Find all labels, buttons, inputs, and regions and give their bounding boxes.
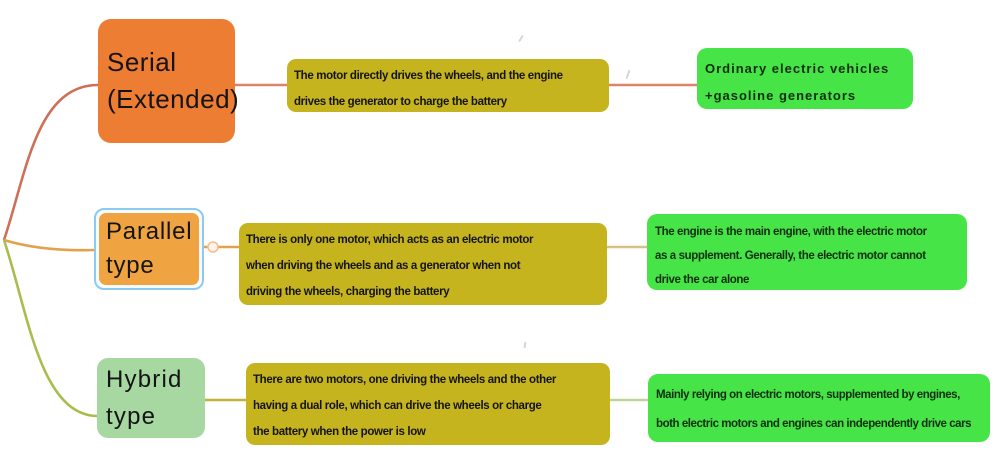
description-node-hybrid[interactable]: There are two motors, one driving the wh…: [246, 363, 610, 445]
topic-label-line: Hybrid: [106, 366, 183, 393]
topic-node-hybrid[interactable]: Hybrid type: [97, 358, 205, 438]
description-line: The motor directly drives the wheels, an…: [294, 70, 563, 82]
topic-label-line: type: [106, 403, 157, 430]
example-node-hybrid[interactable]: Mainly relying on electric motors, suppl…: [648, 374, 990, 442]
description-line: There are two motors, one driving the wh…: [253, 374, 557, 386]
topic-label-line: (Extended): [107, 84, 240, 114]
topic-label-line: Parallel: [106, 218, 193, 245]
description-line: driving the wheels, charging the battery: [246, 286, 450, 298]
topic-label-line: type: [106, 252, 155, 279]
example-line: +gasoline generators: [705, 88, 857, 103]
branch-curve-serial: [2, 83, 99, 241]
example-line: The engine is the main engine, with the …: [655, 226, 927, 238]
description-line: the battery when the power is low: [253, 426, 426, 438]
topic-node-serial[interactable]: Serial (Extended): [98, 19, 240, 143]
node-drag-handle[interactable]: [207, 241, 219, 253]
description-line: There is only one motor, which acts as a…: [246, 234, 534, 246]
topic-node-parallel-selection: Parallel type: [94, 208, 204, 290]
topic-label-line: Serial: [107, 47, 177, 77]
description-node-parallel[interactable]: There is only one motor, which acts as a…: [239, 223, 607, 305]
description-line: when driving the wheels and as a generat…: [246, 260, 521, 272]
example-line: as a supplement. Generally, the electric…: [655, 250, 926, 262]
example-line: Ordinary electric vehicles: [705, 61, 890, 76]
example-line: Mainly relying on electric motors, suppl…: [656, 389, 960, 401]
branch-curve-parallel: [3, 238, 96, 252]
example-line: drive the car alone: [655, 274, 750, 286]
example-line: both electric motors and engines can ind…: [656, 418, 972, 430]
description-line: drives the generator to charge the batte…: [294, 96, 507, 108]
example-node-parallel[interactable]: The engine is the main engine, with the …: [647, 214, 967, 290]
branch-curve-hybrid: [2, 239, 99, 418]
description-line: having a dual role, which can drive the …: [253, 400, 542, 412]
example-node-serial[interactable]: Ordinary electric vehicles +gasoline gen…: [697, 48, 913, 109]
topic-node-parallel[interactable]: Parallel type: [99, 213, 199, 285]
description-node-serial[interactable]: The motor directly drives the wheels, an…: [287, 59, 609, 112]
